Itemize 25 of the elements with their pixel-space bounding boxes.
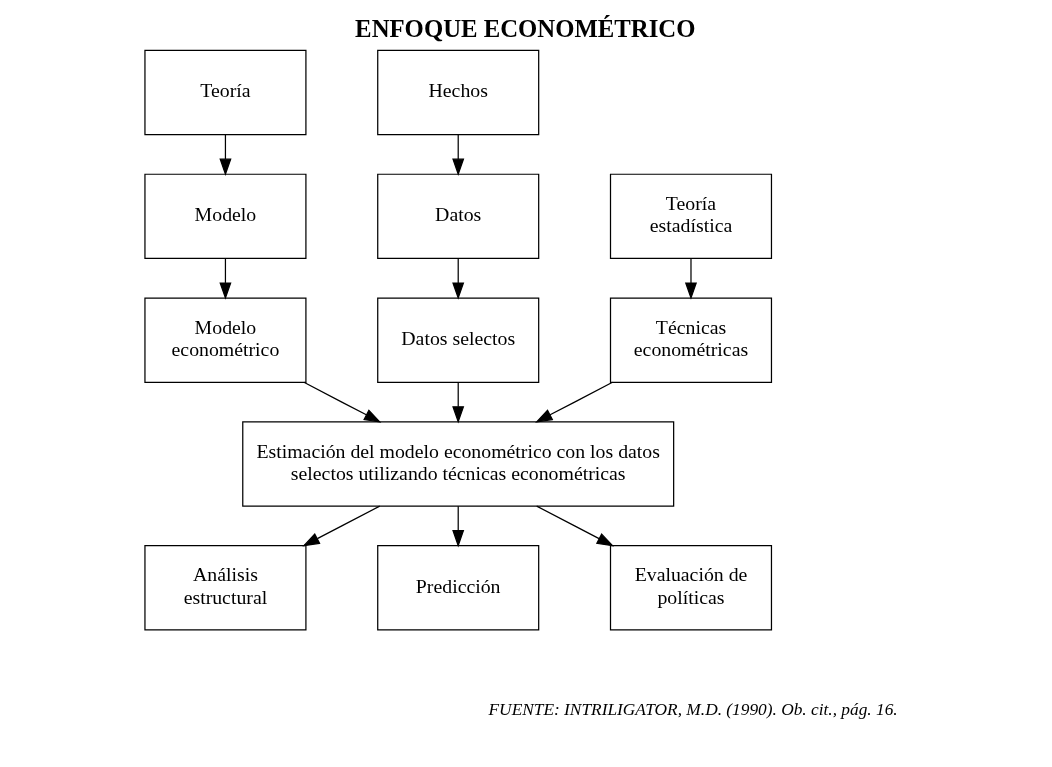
node-box: Hechos — [377, 49, 540, 136]
node-box: Predicción — [377, 545, 540, 631]
arrow — [303, 381, 382, 423]
arrow — [536, 505, 615, 547]
arrow — [535, 381, 614, 423]
arrow — [452, 258, 465, 300]
node-box: Análisis estructural — [144, 545, 307, 631]
arrow — [452, 505, 465, 548]
arrow — [302, 505, 381, 547]
arrow — [452, 134, 465, 176]
arrow — [219, 258, 232, 300]
node-box: Teoría — [144, 49, 307, 136]
node-box: Modelo econométrico — [144, 297, 307, 383]
caption: FUENTE: INTRILIGATOR, M.D. (1990). Ob. cit., pág. 16. — [488, 699, 898, 719]
node-box: Datos selectos — [377, 297, 540, 383]
diagram-title: ENFOQUE ECONOMÉTRICO — [355, 14, 696, 42]
node-box: Teoría estadística — [609, 173, 773, 260]
arrow — [452, 381, 465, 424]
node-box: Modelo — [144, 173, 307, 260]
arrow — [684, 258, 698, 300]
arrow — [219, 134, 232, 176]
node-box: Datos — [377, 173, 540, 260]
node-box: Evaluación de políticas — [609, 545, 773, 631]
node-box: Estimación del modelo econométrico con los datos selectos utilizando técnicas econométricas — [242, 421, 675, 507]
node-box: Técnicas econométricas — [609, 297, 773, 383]
